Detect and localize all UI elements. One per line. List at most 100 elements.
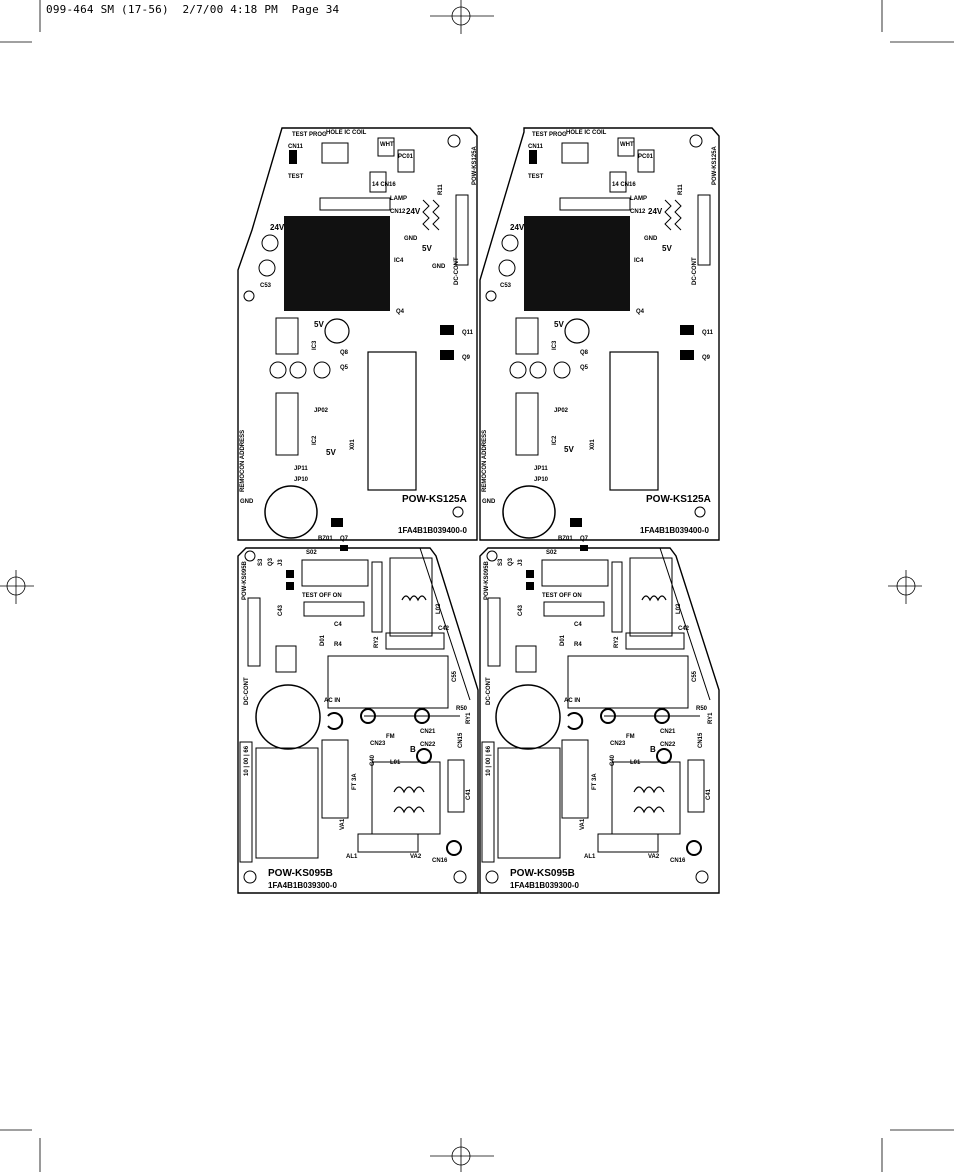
label-cn23: CN23 xyxy=(370,741,386,747)
label-gnd: GND xyxy=(644,236,658,242)
label-c41: C41 xyxy=(466,788,472,800)
board-part-number: 1FA4B1B039300-0 xyxy=(510,881,579,890)
label-ic4: IC4 xyxy=(394,258,404,264)
label-r4: R4 xyxy=(334,642,342,648)
label-cn11: CN11 xyxy=(528,144,544,150)
label-ry2: RY2 xyxy=(614,636,620,648)
label-jp02: JP02 xyxy=(314,408,329,414)
label-pc01: PC01 xyxy=(398,154,414,160)
label-ic2: IC2 xyxy=(312,435,318,445)
label-jp10: JP10 xyxy=(294,477,309,483)
label-ry1: RY1 xyxy=(708,712,714,724)
label-va1: VA1 xyxy=(580,818,586,830)
label-b: B xyxy=(410,745,416,754)
board-upper-left: TEST PROG HOLE IC COIL CN11 WHT PC01 TES… xyxy=(237,127,478,542)
label-q11: Q11 xyxy=(462,330,474,336)
label-al1: AL1 xyxy=(346,854,358,860)
board-part-number: 1FA4B1B039400-0 xyxy=(398,526,467,535)
label-x01: X01 xyxy=(350,439,356,450)
label-gnd: GND xyxy=(404,236,418,242)
label-fm: FM xyxy=(386,734,395,740)
registration-mark-left xyxy=(0,570,34,604)
label-dc-cont: DC-CONT xyxy=(486,677,492,705)
label-5v-2: 5V xyxy=(314,320,324,329)
label-q8: Q8 xyxy=(580,350,589,356)
board-model: POW-KS125A xyxy=(402,494,467,505)
label-l01: L01 xyxy=(390,760,401,766)
registration-mark-top xyxy=(430,0,494,34)
label-dc-cont: DC-CONT xyxy=(244,677,250,705)
label-c43: C43 xyxy=(278,604,284,616)
label-dc-cont: DC-CONT xyxy=(692,257,698,285)
label-jp11: JP11 xyxy=(534,466,548,472)
label-cn21: CN21 xyxy=(420,729,436,735)
label-ic3: IC3 xyxy=(552,340,558,350)
board-part-number: 1FA4B1B039400-0 xyxy=(640,526,709,535)
label-gnd-3: GND xyxy=(482,499,496,505)
label-wht: WHT xyxy=(380,142,394,148)
label-q3: Q3 xyxy=(508,557,514,566)
label-cn16: 14 CN16 xyxy=(612,182,636,188)
label-24v-left: 24V xyxy=(510,223,525,232)
label-d01: D01 xyxy=(320,634,326,646)
label-gnd-3: GND xyxy=(240,499,254,505)
label-d01: D01 xyxy=(560,634,566,646)
label-cn11: CN11 xyxy=(288,144,304,150)
label-ft: FT 3A xyxy=(592,773,598,790)
label-test: TEST xyxy=(288,174,304,180)
label-c41: C41 xyxy=(706,788,712,800)
label-lamp: LAMP xyxy=(390,196,407,202)
label-test: TEST xyxy=(528,174,544,180)
label-s3: S3 xyxy=(258,558,264,566)
label-cn15: CN15 xyxy=(458,732,464,748)
label-c42: C42 xyxy=(678,626,690,632)
label-x01: X01 xyxy=(590,439,596,450)
label-c4: C4 xyxy=(334,622,342,628)
label-cn16: 14 CN16 xyxy=(372,182,396,188)
label-c43: C43 xyxy=(518,604,524,616)
label-test-off-on: TEST OFF ON xyxy=(542,593,582,599)
label-r4: R4 xyxy=(574,642,582,648)
label-ic3: IC3 xyxy=(312,340,318,350)
label-ac-in: AC IN xyxy=(564,698,580,704)
label-cn16: CN16 xyxy=(670,858,686,864)
label-cn22: CN22 xyxy=(420,742,436,748)
label-b: B xyxy=(650,745,656,754)
board-model: POW-KS095B xyxy=(268,868,333,879)
label-va1: VA1 xyxy=(340,818,346,830)
label-r11: R11 xyxy=(438,184,444,195)
label-q11: Q11 xyxy=(702,330,714,336)
label-cn12: CN12 xyxy=(630,209,646,215)
label-pc01: PC01 xyxy=(638,154,654,160)
label-cn21: CN21 xyxy=(660,729,676,735)
label-5v: 5V xyxy=(422,244,432,253)
label-q4: Q4 xyxy=(636,309,645,315)
label-c53: C53 xyxy=(260,283,272,289)
label-remocon-address: REMOCON ADDRESS xyxy=(482,430,488,492)
label-al1: AL1 xyxy=(584,854,596,860)
label-cn22: CN22 xyxy=(660,742,676,748)
label-c42: C42 xyxy=(438,626,450,632)
label-cn15: CN15 xyxy=(698,732,704,748)
label-q8: Q8 xyxy=(340,350,349,356)
board-upper-right: TEST PROG HOLE IC COIL CN11 WHT PC01 TES… xyxy=(479,127,720,542)
registration-mark-right xyxy=(888,570,922,604)
label-connector-strip: 10 | 00 | 66 xyxy=(244,745,250,776)
label-hole-ic-coil: HOLE IC COIL xyxy=(566,130,607,136)
label-c4: C4 xyxy=(574,622,582,628)
label-pow-vertical: POW-KS095B xyxy=(242,560,248,600)
label-ac-in: AC IN xyxy=(324,698,340,704)
label-l01: L01 xyxy=(630,760,641,766)
registration-mark-bottom xyxy=(430,1138,494,1172)
label-test-prog: TEST PROG xyxy=(532,132,567,138)
label-test-prog: TEST PROG xyxy=(292,132,327,138)
label-gnd-2: GND xyxy=(432,264,446,270)
label-c55: C55 xyxy=(692,670,698,682)
label-wht: WHT xyxy=(620,142,634,148)
board-model: POW-KS095B xyxy=(510,868,575,879)
label-j3: J3 xyxy=(518,559,524,566)
label-jp10: JP10 xyxy=(534,477,549,483)
label-r50: R50 xyxy=(696,706,708,712)
label-5v-3: 5V xyxy=(564,445,574,454)
